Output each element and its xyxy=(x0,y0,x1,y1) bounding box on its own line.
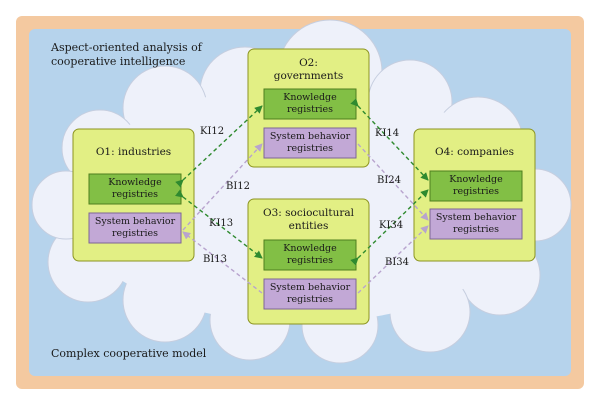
diagram-heading-line1: Aspect-oriented analysis of xyxy=(51,41,202,54)
o3-knowledge-box xyxy=(263,239,357,271)
o4-knowledge-label: Knowledge registries xyxy=(449,174,503,197)
o1-title: O1: industries xyxy=(95,146,172,158)
o4-system-box xyxy=(429,208,523,240)
edge-label-bi13: BI13 xyxy=(203,254,228,265)
edge-label-bi34: BI34 xyxy=(385,257,410,268)
o1-system-box xyxy=(88,212,182,244)
o3-title-line1: O3: sociocultural xyxy=(262,207,355,219)
o3-system-label: System behavior registries xyxy=(269,282,351,305)
model-caption: Complex cooperative model xyxy=(51,347,207,360)
o2-knowledge-label: Knowledge registries xyxy=(283,92,337,115)
o2-title-line2: governments xyxy=(273,70,344,82)
arrow-ki14 xyxy=(350,98,429,181)
o4-title: O4: companies xyxy=(434,146,515,158)
o1-knowledge-box xyxy=(88,173,182,205)
diagram-heading-line2: cooperative intelligence xyxy=(51,55,186,68)
edge-label-ki14: KI14 xyxy=(375,128,400,139)
edge-label-ki12: KI12 xyxy=(200,126,225,137)
arrow-ki13 xyxy=(175,189,263,259)
arrow-bi13 xyxy=(182,231,263,294)
o2-title-line1: O2: xyxy=(299,57,318,69)
o4-system-label: System behavior registries xyxy=(435,212,517,235)
arrow-bi12 xyxy=(182,143,263,231)
arrow-bi34 xyxy=(357,225,429,294)
o3-title-line2: entities xyxy=(288,220,329,232)
o3-knowledge-label: Knowledge registries xyxy=(283,243,337,266)
edge-label-ki34: KI34 xyxy=(379,220,404,231)
o2-system-box xyxy=(263,127,357,159)
o4-knowledge-box xyxy=(429,170,523,202)
o3-title: O3: sociocultural entities xyxy=(248,207,369,233)
o2-title: O2: governments xyxy=(248,57,369,83)
o3-system-box xyxy=(263,278,357,310)
arrow-bi24 xyxy=(357,143,429,221)
o2-system-label: System behavior registries xyxy=(269,131,351,154)
edge-label-bi24: BI24 xyxy=(377,175,402,186)
edge-label-ki13: KI13 xyxy=(209,218,234,229)
arrow-ki34 xyxy=(350,189,429,266)
o1-system-label: System behavior registries xyxy=(94,216,176,239)
diagram-heading: Aspect-oriented analysis of cooperative … xyxy=(51,41,202,69)
o1-knowledge-label: Knowledge registries xyxy=(108,177,162,200)
edge-label-bi12: BI12 xyxy=(226,181,251,192)
